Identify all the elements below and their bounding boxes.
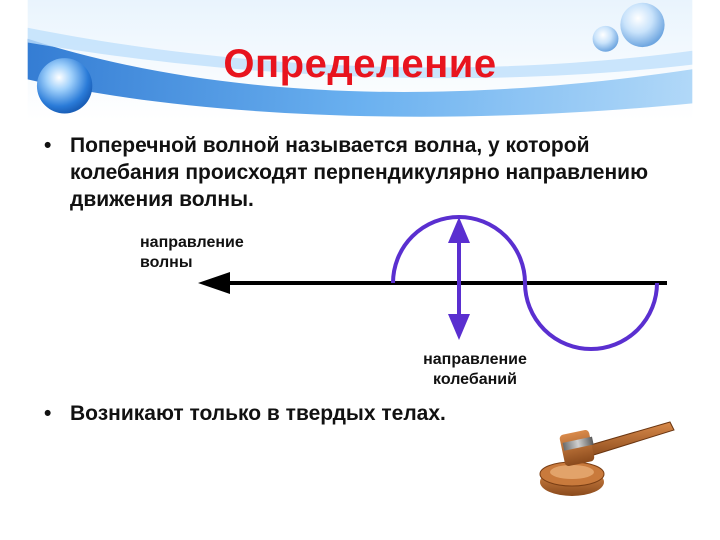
bullet-text: Поперечной волной называется волна, у ко… <box>70 134 649 211</box>
decorative-bubble-icon <box>592 25 619 52</box>
wave-curve <box>391 215 659 351</box>
oscillation-arrowhead-down <box>448 314 470 340</box>
gavel-icon <box>539 421 675 496</box>
header-banner <box>27 0 693 120</box>
decorative-bubble-icon <box>36 58 93 114</box>
wave-direction-arrowhead <box>198 272 230 294</box>
oscillation-direction-label: направление колебаний <box>410 350 540 390</box>
oscillation-label-line2: колебаний <box>433 371 517 388</box>
decorative-bubble-icon <box>620 2 665 48</box>
wave-direction-label-line2: волны <box>140 254 193 271</box>
oscillation-arrowhead-up <box>448 217 470 243</box>
bullet-marker: • <box>44 134 52 157</box>
bullet-text: Возникают только в твердых телах. <box>70 402 446 425</box>
slide-title: Определение <box>223 42 497 86</box>
bullet-marker: • <box>44 402 52 425</box>
wave-direction-label: направление волны <box>140 233 270 273</box>
oscillation-label-line1: направление <box>423 351 527 368</box>
wave-direction-label-line1: направление <box>140 234 244 251</box>
